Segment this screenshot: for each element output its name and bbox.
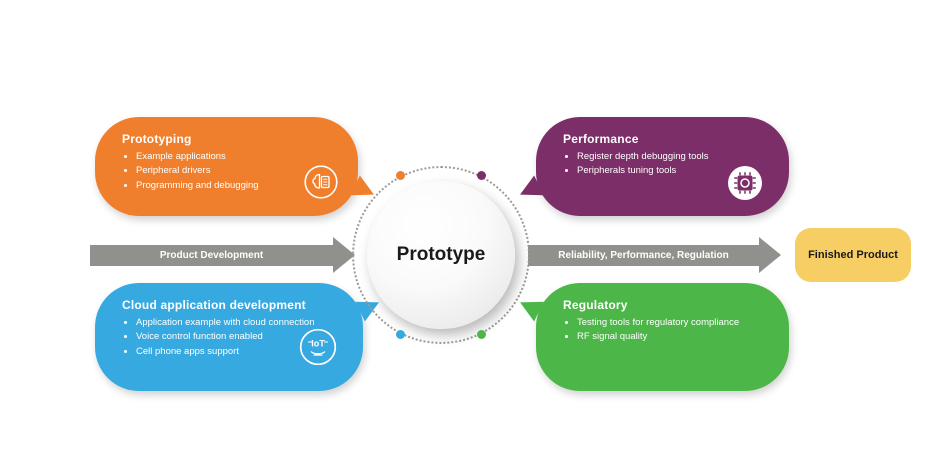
finished-product-label: Finished Product xyxy=(808,249,898,261)
reliability-arrowhead-icon xyxy=(759,237,781,273)
list-item: RF signal quality xyxy=(577,330,775,344)
list-item: Register depth debugging tools xyxy=(577,150,775,164)
list-item: Cell phone apps support xyxy=(136,345,349,359)
dotted-ring xyxy=(352,166,530,344)
bubble-regulatory: Regulatory Testing tools for regulatory … xyxy=(515,283,789,391)
prototype-label: Prototype xyxy=(396,244,486,265)
bubble-performance-tail xyxy=(515,175,544,205)
bubble-regulatory-title: Regulatory xyxy=(563,298,628,312)
reliability-arrow: Reliability, Performance, Regulation xyxy=(528,245,759,266)
bubble-performance-list: Register depth debugging tools Periphera… xyxy=(563,150,775,179)
list-item: Peripherals tuning tools xyxy=(577,164,775,178)
chip-wrench-icon xyxy=(727,165,763,206)
finished-product-box: Finished Product xyxy=(795,228,911,282)
brain-chip-icon xyxy=(304,165,338,204)
iot-icon: IoT xyxy=(299,328,337,371)
list-item: Peripheral drivers xyxy=(136,164,344,178)
svg-text:IoT: IoT xyxy=(311,339,325,349)
list-item: Testing tools for regulatory compliance xyxy=(577,316,775,330)
bubble-cloud-title: Cloud application development xyxy=(122,298,306,312)
bubble-prototyping-list: Example applications Peripheral drivers … xyxy=(122,150,344,193)
connector-dot-blue xyxy=(396,330,405,339)
connector-dot-orange xyxy=(396,171,405,180)
list-item: Application example with cloud connectio… xyxy=(136,316,349,330)
product-development-arrow-label: Product Development xyxy=(159,250,264,261)
bubble-performance-title: Performance xyxy=(563,132,639,146)
bubble-regulatory-list: Testing tools for regulatory compliance … xyxy=(563,316,775,345)
product-development-arrow: Product Development xyxy=(90,245,333,266)
list-item: Voice control function enabled xyxy=(136,330,349,344)
bubble-prototyping-title: Prototyping xyxy=(122,132,192,146)
list-item: Programming and debugging xyxy=(136,179,344,193)
bubble-cloud-application: Cloud application development Applicatio… xyxy=(95,283,384,391)
prototype-circle: Prototype xyxy=(367,181,515,329)
bubble-performance: Performance Register depth debugging too… xyxy=(515,117,789,216)
product-development-arrowhead-icon xyxy=(333,237,355,273)
list-item: Example applications xyxy=(136,150,344,164)
reliability-arrow-label: Reliability, Performance, Regulation xyxy=(558,250,729,261)
connector-dot-purple xyxy=(477,171,486,180)
bubble-prototyping: Prototyping Example applications Periphe… xyxy=(95,117,379,216)
bubble-cloud-list: Application example with cloud connectio… xyxy=(122,316,349,359)
connector-dot-green xyxy=(477,330,486,339)
